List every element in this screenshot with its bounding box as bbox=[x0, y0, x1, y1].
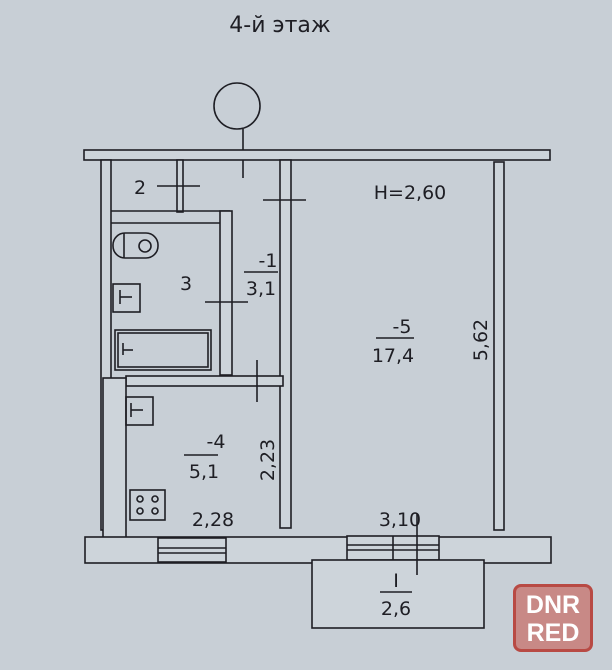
walls bbox=[83, 149, 552, 629]
room-2-number: 2 bbox=[134, 177, 146, 199]
room-3-number: 3 bbox=[180, 273, 192, 295]
kitchen-number: -4 bbox=[207, 431, 226, 453]
watermark-logo: DNR RED bbox=[513, 584, 593, 652]
sink-icon bbox=[112, 283, 141, 313]
kitchen-sink-icon bbox=[125, 396, 154, 426]
stove-icon bbox=[129, 489, 166, 521]
living-area: 17,4 bbox=[372, 345, 414, 367]
balcony bbox=[311, 559, 485, 629]
kitchen-area: 5,1 bbox=[189, 461, 219, 483]
kitchen-length: 2,23 bbox=[257, 439, 279, 481]
kitchen-width: 2,28 bbox=[192, 509, 234, 531]
hallway-number: -1 bbox=[259, 250, 278, 272]
toilet-icon bbox=[112, 232, 159, 259]
living-width: 3,10 bbox=[379, 509, 421, 531]
living-number: -5 bbox=[393, 316, 412, 338]
balcony-area: 2,6 bbox=[381, 598, 411, 620]
floor-title: 4-й этаж bbox=[229, 13, 331, 38]
bathtub-icon bbox=[114, 329, 212, 371]
ceiling-height: H=2,60 bbox=[374, 182, 447, 204]
living-length: 5,62 bbox=[470, 319, 492, 361]
entrance-marker-icon bbox=[213, 82, 261, 178]
watermark-line1: DNR bbox=[525, 591, 581, 619]
hallway-area: 3,1 bbox=[246, 278, 276, 300]
watermark-line2: RED bbox=[526, 619, 580, 647]
balcony-number: I bbox=[393, 570, 399, 592]
